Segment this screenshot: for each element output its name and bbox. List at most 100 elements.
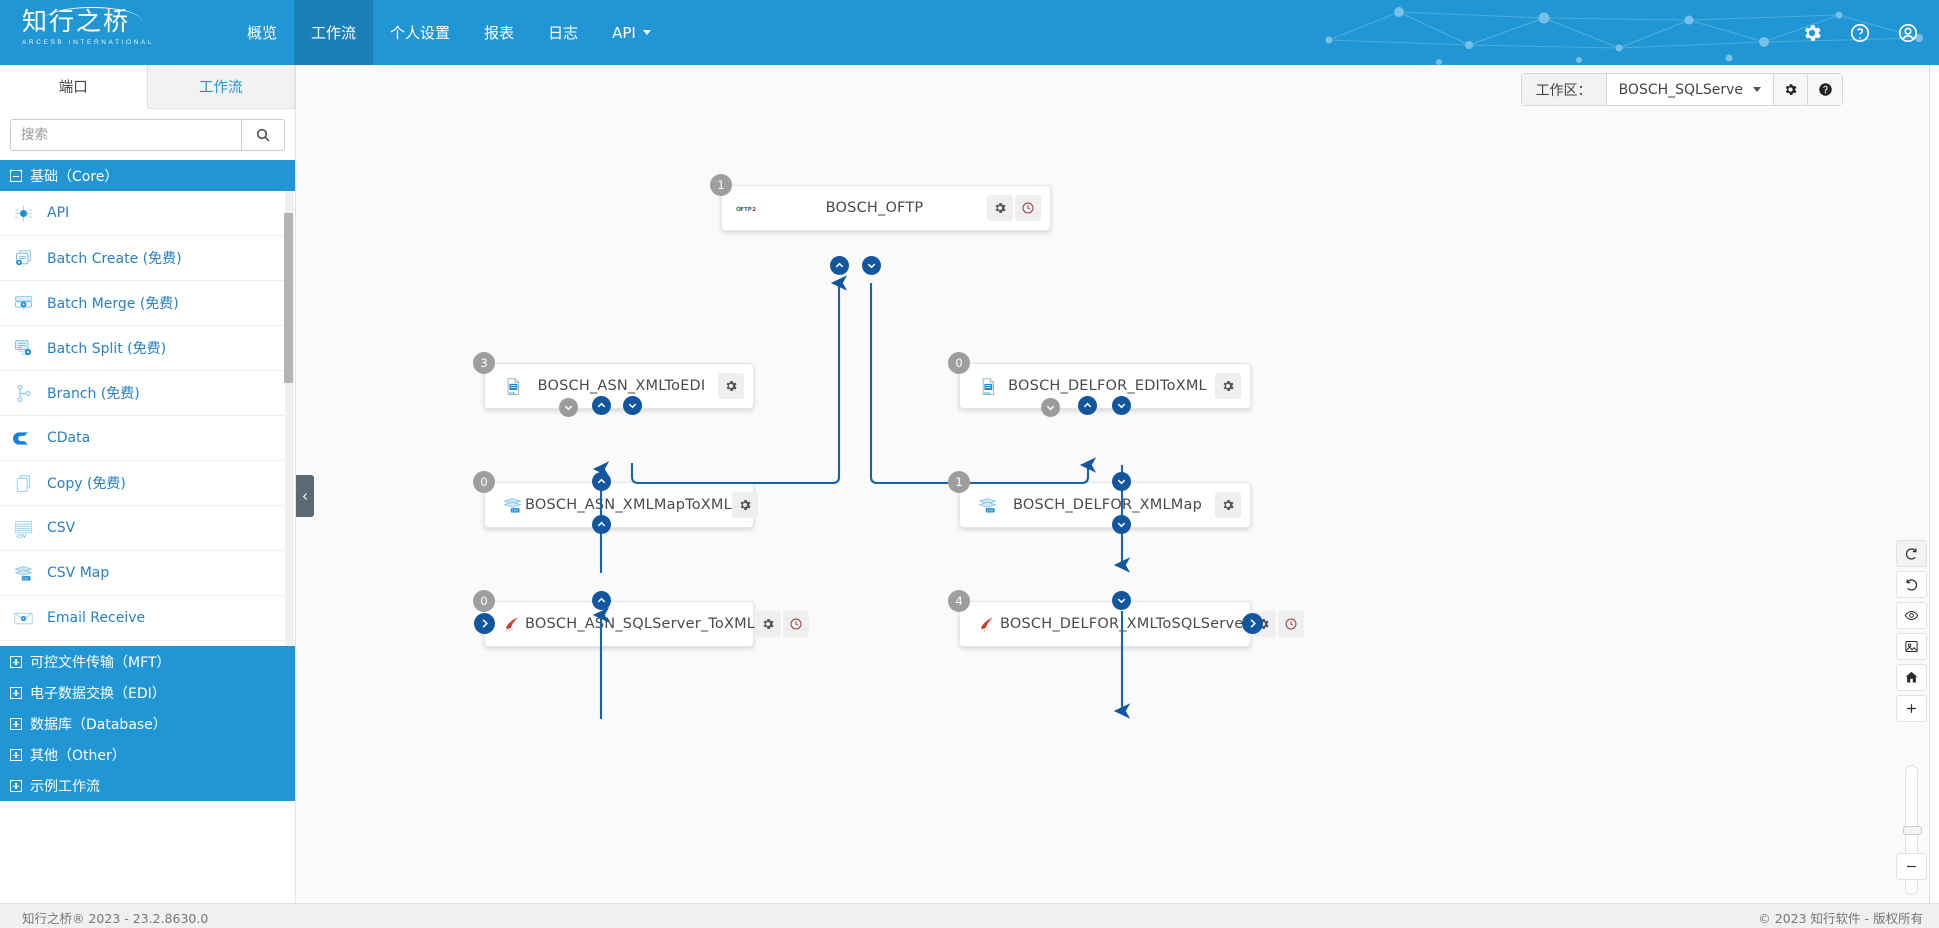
zoom-out-button[interactable] — [1896, 853, 1927, 880]
node-port-down-xmltosqlserver[interactable] — [1112, 591, 1131, 610]
list-item-label: API — [47, 205, 70, 221]
node-settings-button[interactable] — [987, 195, 1013, 221]
list-item-branch[interactable]: Branch (免费) — [0, 371, 295, 416]
workflow-node-bosch-asn-sqlserver-toxml[interactable]: 0 BOSCH_ASN_SQLServer_ToXML — [473, 590, 810, 647]
node-settings-button[interactable] — [718, 373, 744, 399]
node-port-down-xmltoedi[interactable] — [623, 396, 642, 415]
nav-item-api[interactable]: API — [595, 0, 668, 65]
node-settings-button[interactable] — [1215, 492, 1241, 518]
node-port-up-editoxml[interactable] — [1078, 396, 1097, 415]
tab-workflows[interactable]: 工作流 — [147, 65, 295, 108]
node-schedule-button[interactable] — [783, 611, 810, 637]
node-port-down-oftp[interactable] — [862, 256, 881, 275]
workflow-node-bosch-asn-xmlmaptoxml[interactable]: 0 xml BOSCH_ASN_XMLMapToXML — [473, 471, 758, 528]
nav-label: 工作流 — [311, 24, 357, 42]
workspace-settings-button[interactable] — [1774, 74, 1808, 105]
node-settings-button[interactable] — [755, 611, 782, 637]
group-header-other[interactable]: 其他（Other） — [0, 739, 295, 770]
node-schedule-button[interactable] — [1015, 195, 1041, 221]
help-icon[interactable] — [1849, 22, 1871, 44]
redo-button[interactable] — [1896, 540, 1927, 567]
preview-button[interactable] — [1896, 602, 1927, 629]
svg-text:.csv: .csv — [15, 533, 25, 539]
node-label: BOSCH_ASN_XMLToEDI — [537, 378, 706, 394]
node-badge: 3 — [473, 352, 495, 374]
port-item-list[interactable]: API Batch Create (免费) Batch Merge (免费) B… — [0, 191, 295, 646]
redo-icon — [1905, 548, 1917, 560]
node-buttons — [1215, 492, 1241, 518]
workflow-node-bosch-delfor-editoxml[interactable]: 0 XML BOSCH_DELFOR_EDIToXML — [948, 352, 1251, 409]
list-item-cdata[interactable]: CData — [0, 416, 295, 461]
node-port-down-grey-editoxml[interactable] — [1041, 398, 1060, 417]
group-header-core[interactable]: 基础（Core） — [0, 160, 295, 191]
node-port-up-top-xmlmaptoxml[interactable] — [592, 472, 611, 491]
list-item-csv[interactable]: .csv CSV — [0, 506, 295, 551]
workspace-select[interactable]: BOSCH_SQLServe — [1607, 74, 1774, 105]
app-logo[interactable]: 知行之桥 ARCESB INTERNATIONAL — [22, 7, 167, 59]
list-item-csv-map[interactable]: csv CSV Map — [0, 551, 295, 596]
group-label: 数据库（Database） — [30, 716, 167, 733]
list-item-batch-merge[interactable]: Batch Merge (免费) — [0, 281, 295, 326]
list-item-email-receive[interactable]: Email Receive — [0, 596, 295, 641]
nav-item-workflow[interactable]: 工作流 — [294, 0, 374, 65]
workflow-node-bosch-asn-xmltoedi[interactable]: 3 XML BOSCH_ASN_XMLToEDI — [473, 352, 754, 409]
node-settings-button[interactable] — [731, 492, 758, 518]
group-header-edi[interactable]: 电子数据交换（EDI） — [0, 677, 295, 708]
email-receive-icon — [12, 607, 34, 629]
svg-text:XML: XML — [984, 391, 991, 395]
node-port-down-editoxml[interactable] — [1112, 396, 1131, 415]
csv-icon: .csv — [12, 517, 34, 539]
nav-item-overview[interactable]: 概览 — [230, 0, 294, 65]
node-port-down-bottom-delfor-xmlmap[interactable] — [1112, 515, 1131, 534]
nav-item-logs[interactable]: 日志 — [531, 0, 595, 65]
list-item-api[interactable]: API — [0, 191, 295, 236]
search-input[interactable] — [10, 119, 241, 151]
workflow-canvas[interactable]: 工作区： BOSCH_SQLServe — [295, 65, 1883, 903]
undo-icon — [1906, 579, 1918, 591]
node-port-down-grey-xmltoedi[interactable] — [559, 398, 578, 417]
list-item-email-send[interactable]: Email Send — [0, 641, 295, 646]
workflow-node-bosch-delfor-xmltosqlserver[interactable]: 4 BOSCH_DELFOR_XMLToSQLServer — [948, 590, 1304, 647]
list-scrollbar-track[interactable] — [284, 191, 294, 646]
node-settings-button[interactable] — [1215, 373, 1241, 399]
search-button[interactable] — [241, 119, 285, 151]
gear-icon — [1223, 500, 1234, 510]
node-schedule-button[interactable] — [1277, 611, 1304, 637]
zoom-slider-thumb[interactable] — [1903, 826, 1922, 835]
node-expand-right-arrow[interactable] — [1242, 613, 1263, 634]
group-header-database[interactable]: 数据库（Database） — [0, 708, 295, 739]
chevron-down-icon — [1117, 522, 1126, 528]
node-port-up-xmltoedi[interactable] — [592, 396, 611, 415]
workflow-node-bosch-delfor-xmlmap[interactable]: 1 xml BOSCH_DELFOR_XMLMap — [948, 471, 1251, 528]
xml-doc-icon: XML — [499, 376, 525, 397]
node-port-up-sqlserver-toxml[interactable] — [592, 591, 611, 610]
list-item-batch-split[interactable]: Batch Split (免费) — [0, 326, 295, 371]
group-header-sample-workflow[interactable]: 示例工作流 — [0, 770, 295, 801]
list-item-copy[interactable]: Copy (免费) — [0, 461, 295, 506]
node-port-up-bottom-xmlmaptoxml[interactable] — [592, 515, 611, 534]
node-expand-left-arrow[interactable] — [474, 613, 495, 634]
home-button[interactable] — [1896, 664, 1927, 691]
zoom-out-icon — [1907, 865, 1916, 868]
account-icon[interactable] — [1897, 22, 1919, 44]
snapshot-button[interactable] — [1896, 633, 1927, 660]
nav-item-personal-settings[interactable]: 个人设置 — [373, 0, 467, 65]
node-badge: 0 — [948, 352, 970, 374]
gear-icon — [740, 500, 751, 510]
node-label: BOSCH_ASN_XMLMapToXML — [525, 497, 732, 513]
nav-item-reports[interactable]: 报表 — [467, 0, 531, 65]
group-header-mft[interactable]: 可控文件传输（MFT） — [0, 646, 295, 677]
tab-ports[interactable]: 端口 — [0, 65, 148, 109]
list-scrollbar-thumb[interactable] — [284, 213, 293, 383]
node-port-up-oftp[interactable] — [830, 256, 849, 275]
undo-button[interactable] — [1896, 571, 1927, 598]
node-label: BOSCH_DELFOR_EDIToXML — [1008, 378, 1207, 394]
gear-icon[interactable] — [1801, 22, 1823, 44]
zoom-in-button[interactable] — [1896, 695, 1927, 722]
list-item-batch-create[interactable]: Batch Create (免费) — [0, 236, 295, 281]
workspace-help-button[interactable] — [1808, 74, 1842, 105]
panel-collapse-handle[interactable] — [296, 475, 314, 517]
node-port-down-top-delfor-xmlmap[interactable] — [1112, 472, 1131, 491]
